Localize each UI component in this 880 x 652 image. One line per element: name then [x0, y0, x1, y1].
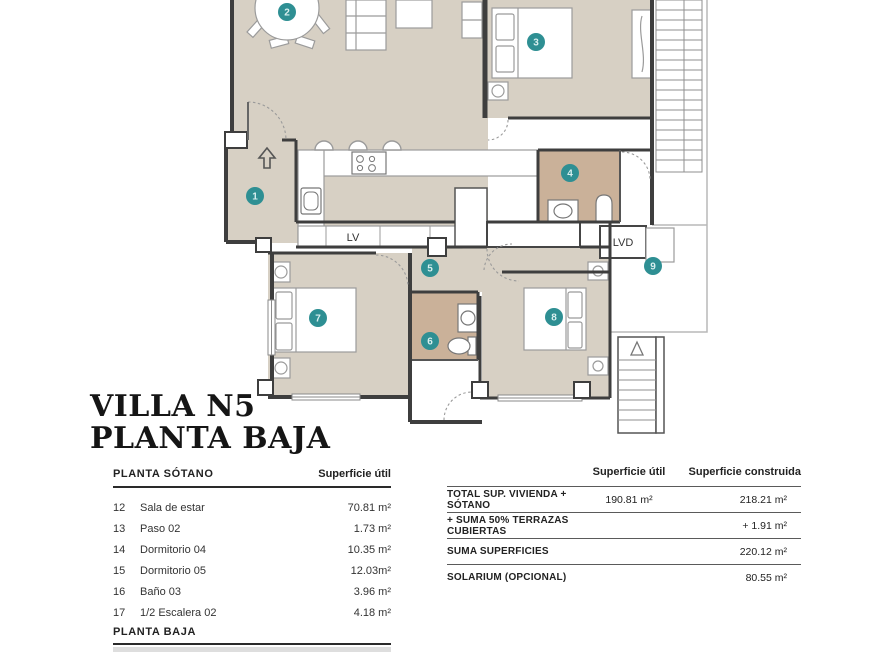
svg-text:3: 3	[533, 38, 539, 49]
room-marker: 4	[561, 164, 579, 182]
laundry-closet: LVD	[599, 225, 675, 263]
closet-band	[486, 221, 581, 248]
section-divider	[113, 647, 391, 652]
exterior-stairs	[617, 336, 665, 434]
wardrobe-left	[461, 1, 483, 39]
room-name: Sala de estar	[140, 501, 205, 514]
interior-stairs	[655, 0, 703, 173]
bar-stools	[314, 140, 402, 151]
svg-text:5: 5	[427, 264, 433, 275]
svg-text:2: 2	[284, 8, 290, 19]
floor-plan: LV LVD	[224, 0, 708, 434]
windows	[267, 299, 583, 402]
stair-direction-arrow	[629, 340, 645, 356]
svg-text:8: 8	[551, 313, 557, 324]
summary-label: + SUMA 50% TERRAZAS CUBIERTAS	[447, 514, 569, 537]
room-marker: 5	[421, 259, 439, 277]
row-number: 17	[113, 606, 126, 619]
room-marker: 9	[644, 257, 662, 275]
dishwasher-label: LV	[347, 232, 360, 244]
value-construida: 218.21 m²	[739, 493, 787, 506]
title-line-1: VILLA N5	[90, 389, 256, 424]
page-title: VILLA N5 PLANTA BAJA	[90, 391, 330, 455]
stove-icon	[351, 151, 387, 175]
column-header-construida: Superficie construida	[688, 466, 801, 478]
room-marker: 3	[527, 33, 545, 51]
table-row: + SUMA 50% TERRAZAS CUBIERTAS + 1.91 m²	[447, 513, 801, 539]
columns	[224, 131, 591, 399]
section-title: PLANTA SÓTANO	[113, 468, 214, 480]
next-section-title: PLANTA BAJA	[113, 626, 391, 645]
table-row: 14 Dormitorio 04 10.35 m²	[113, 539, 391, 560]
column-header-util: Superficie útil	[318, 468, 391, 480]
table-row: 15 Dormitorio 05 12.03m²	[113, 560, 391, 581]
table-row: 13 Paso 02 1.73 m²	[113, 518, 391, 539]
table-row: TOTAL SUP. VIVIENDA + SÓTANO 190.81 m² 2…	[447, 487, 801, 513]
table-row: SOLARIUM (OPCIONAL) 80.55 m²	[447, 565, 801, 590]
row-number: 14	[113, 543, 126, 556]
row-number: 12	[113, 501, 126, 514]
floor-plan-drawing: LV LVD	[224, 0, 708, 434]
row-number: 13	[113, 522, 126, 535]
table-row: 16 Baño 03 3.96 m²	[113, 581, 391, 602]
bed-3	[487, 7, 573, 101]
sotano-table: PLANTA SÓTANO Superficie útil 12 Sala de…	[113, 468, 391, 652]
room-area: 10.35 m²	[347, 543, 391, 556]
room-area: 1.73 m²	[353, 522, 391, 535]
room-name: 1/2 Escalera 02	[140, 606, 217, 619]
value-construida: + 1.91 m²	[742, 519, 787, 532]
sofa	[345, 0, 387, 51]
summary-label: TOTAL SUP. VIVIENDA + SÓTANO	[447, 488, 567, 511]
wardrobe-right	[631, 9, 653, 79]
washer-label: LVD	[613, 237, 634, 249]
room-marker: 6	[421, 332, 439, 350]
corridor	[454, 187, 488, 248]
sotano-table-rows: 12 Sala de estar 70.81 m² 13 Paso 02 1.7…	[113, 497, 391, 623]
row-number: 15	[113, 564, 126, 577]
table-row: SUMA SUPERFICIES 220.12 m²	[447, 539, 801, 565]
row-number: 16	[113, 585, 126, 598]
room-marker: 8	[545, 308, 563, 326]
toilet-icon	[595, 194, 613, 223]
room-marker: 2	[278, 3, 296, 21]
svg-text:4: 4	[567, 169, 573, 180]
summary-label: SUMA SUPERFICIES	[447, 546, 549, 557]
column-header-util: Superficie útil	[592, 466, 666, 478]
table-row: 12 Sala de estar 70.81 m²	[113, 497, 391, 518]
room-markers: 1 2 3 4 5 6 7 8 9	[246, 3, 662, 350]
title-line-2: PLANTA BAJA	[90, 420, 331, 456]
table-row: 17 1/2 Escalera 02 4.18 m²	[113, 602, 391, 623]
room-area: 4.18 m²	[353, 606, 391, 619]
room-area: 3.96 m²	[353, 585, 391, 598]
svg-text:9: 9	[650, 262, 656, 273]
entry-arrow-icon	[257, 146, 277, 169]
room-name: Dormitorio 05	[140, 564, 207, 577]
value-util: 190.81 m²	[605, 493, 653, 506]
svg-text:7: 7	[315, 314, 321, 325]
sink-icon	[300, 187, 322, 215]
room-name: Baño 03	[140, 585, 181, 598]
room-area: 12.03m²	[350, 564, 391, 577]
door-swings	[247, 101, 651, 421]
room-marker: 7	[309, 309, 327, 327]
tv-unit	[395, 0, 433, 29]
room-area: 70.81 m²	[347, 501, 391, 514]
svg-text:6: 6	[427, 337, 433, 348]
room-name: Paso 02	[140, 522, 181, 535]
value-construida: 80.55 m²	[745, 571, 787, 584]
sotano-table-header: PLANTA SÓTANO Superficie útil	[113, 468, 391, 488]
summary-table-header: Superficie útil Superficie construida	[447, 466, 801, 487]
summary-table: Superficie útil Superficie construida TO…	[447, 466, 801, 590]
room-marker: 1	[246, 187, 264, 205]
terrace-boundary	[610, 0, 708, 333]
summary-label: SOLARIUM (OPCIONAL)	[447, 572, 567, 583]
room-name: Dormitorio 04	[140, 543, 207, 556]
value-construida: 220.12 m²	[739, 545, 787, 558]
bath-6-fixtures	[447, 303, 479, 356]
svg-text:1: 1	[252, 192, 258, 203]
